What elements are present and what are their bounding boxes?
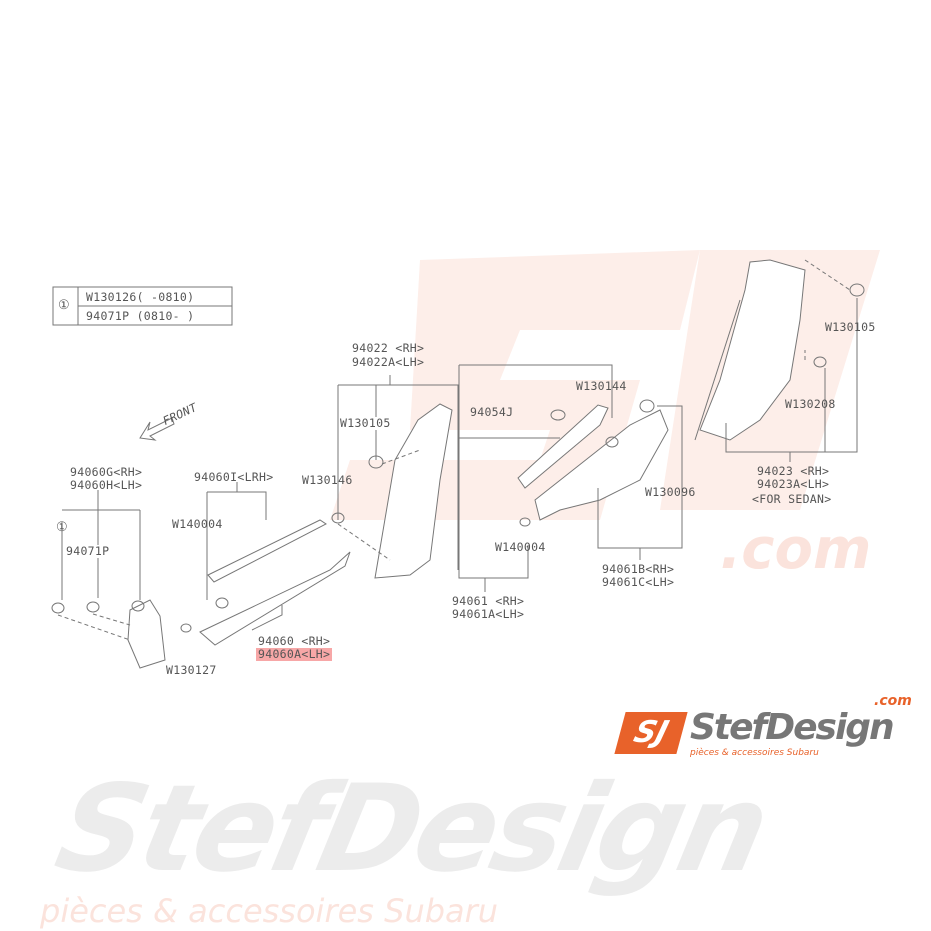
callout-94022A: 94022A<LH> (352, 355, 425, 369)
callout-w140004-mid: W140004 (495, 540, 546, 554)
watermark-tagline: pièces & accessoires Subaru (40, 892, 499, 930)
front-arrow-icon (139, 417, 175, 441)
legend-row-1: W130126( -0810) (86, 290, 195, 304)
callout-circle-1: ① (56, 520, 68, 535)
callout-94060H: 94060H<LH> (70, 478, 143, 492)
callout-94060: 94060 <RH> (258, 634, 331, 648)
callout-94060I: 94060I<LRH> (194, 470, 274, 484)
watermark-name: StefDesign (45, 760, 778, 899)
logo-com: .com (874, 693, 912, 709)
watermark-com: .com (720, 517, 872, 582)
callout-w130096: W130096 (645, 485, 696, 499)
callout-94054J: 94054J (470, 405, 514, 419)
stefdesign-logo: SJ StefDesign .com pièces & accessoires … (612, 694, 912, 758)
logo-mark: SJ (614, 712, 688, 754)
legend-row-2: 94071P (0810- ) (86, 309, 195, 323)
callout-w130105-left: W130105 (340, 416, 391, 430)
logo-tagline: pièces & accessoires Subaru (690, 748, 819, 758)
callout-for-sedan: <FOR SEDAN> (752, 492, 832, 506)
callout-94022: 94022 <RH> (352, 341, 425, 355)
callout-w130146: W130146 (302, 473, 353, 487)
callout-94061C: 94061C<LH> (602, 575, 675, 589)
callout-94071P: 94071P (66, 544, 110, 558)
callout-w140004-left: W140004 (172, 517, 223, 531)
legend-circle-1: ① (58, 298, 70, 313)
callout-w130127: W130127 (166, 663, 217, 677)
callout-w130208: W130208 (785, 397, 836, 411)
callout-w130105-right: W130105 (825, 320, 876, 334)
callout-94060A-highlighted: 94060A<LH> (256, 647, 333, 661)
callout-94061A: 94061A<LH> (452, 607, 525, 621)
logo-name: StefDesign (690, 707, 895, 748)
callout-94060G: 94060G<RH> (70, 465, 143, 479)
callout-94023: 94023 <RH> (757, 464, 830, 478)
callout-94061: 94061 <RH> (452, 594, 525, 608)
callout-w130144: W130144 (576, 379, 627, 393)
callout-94061B: 94061B<RH> (602, 562, 675, 576)
callout-94023A: 94023A<LH> (757, 477, 830, 491)
